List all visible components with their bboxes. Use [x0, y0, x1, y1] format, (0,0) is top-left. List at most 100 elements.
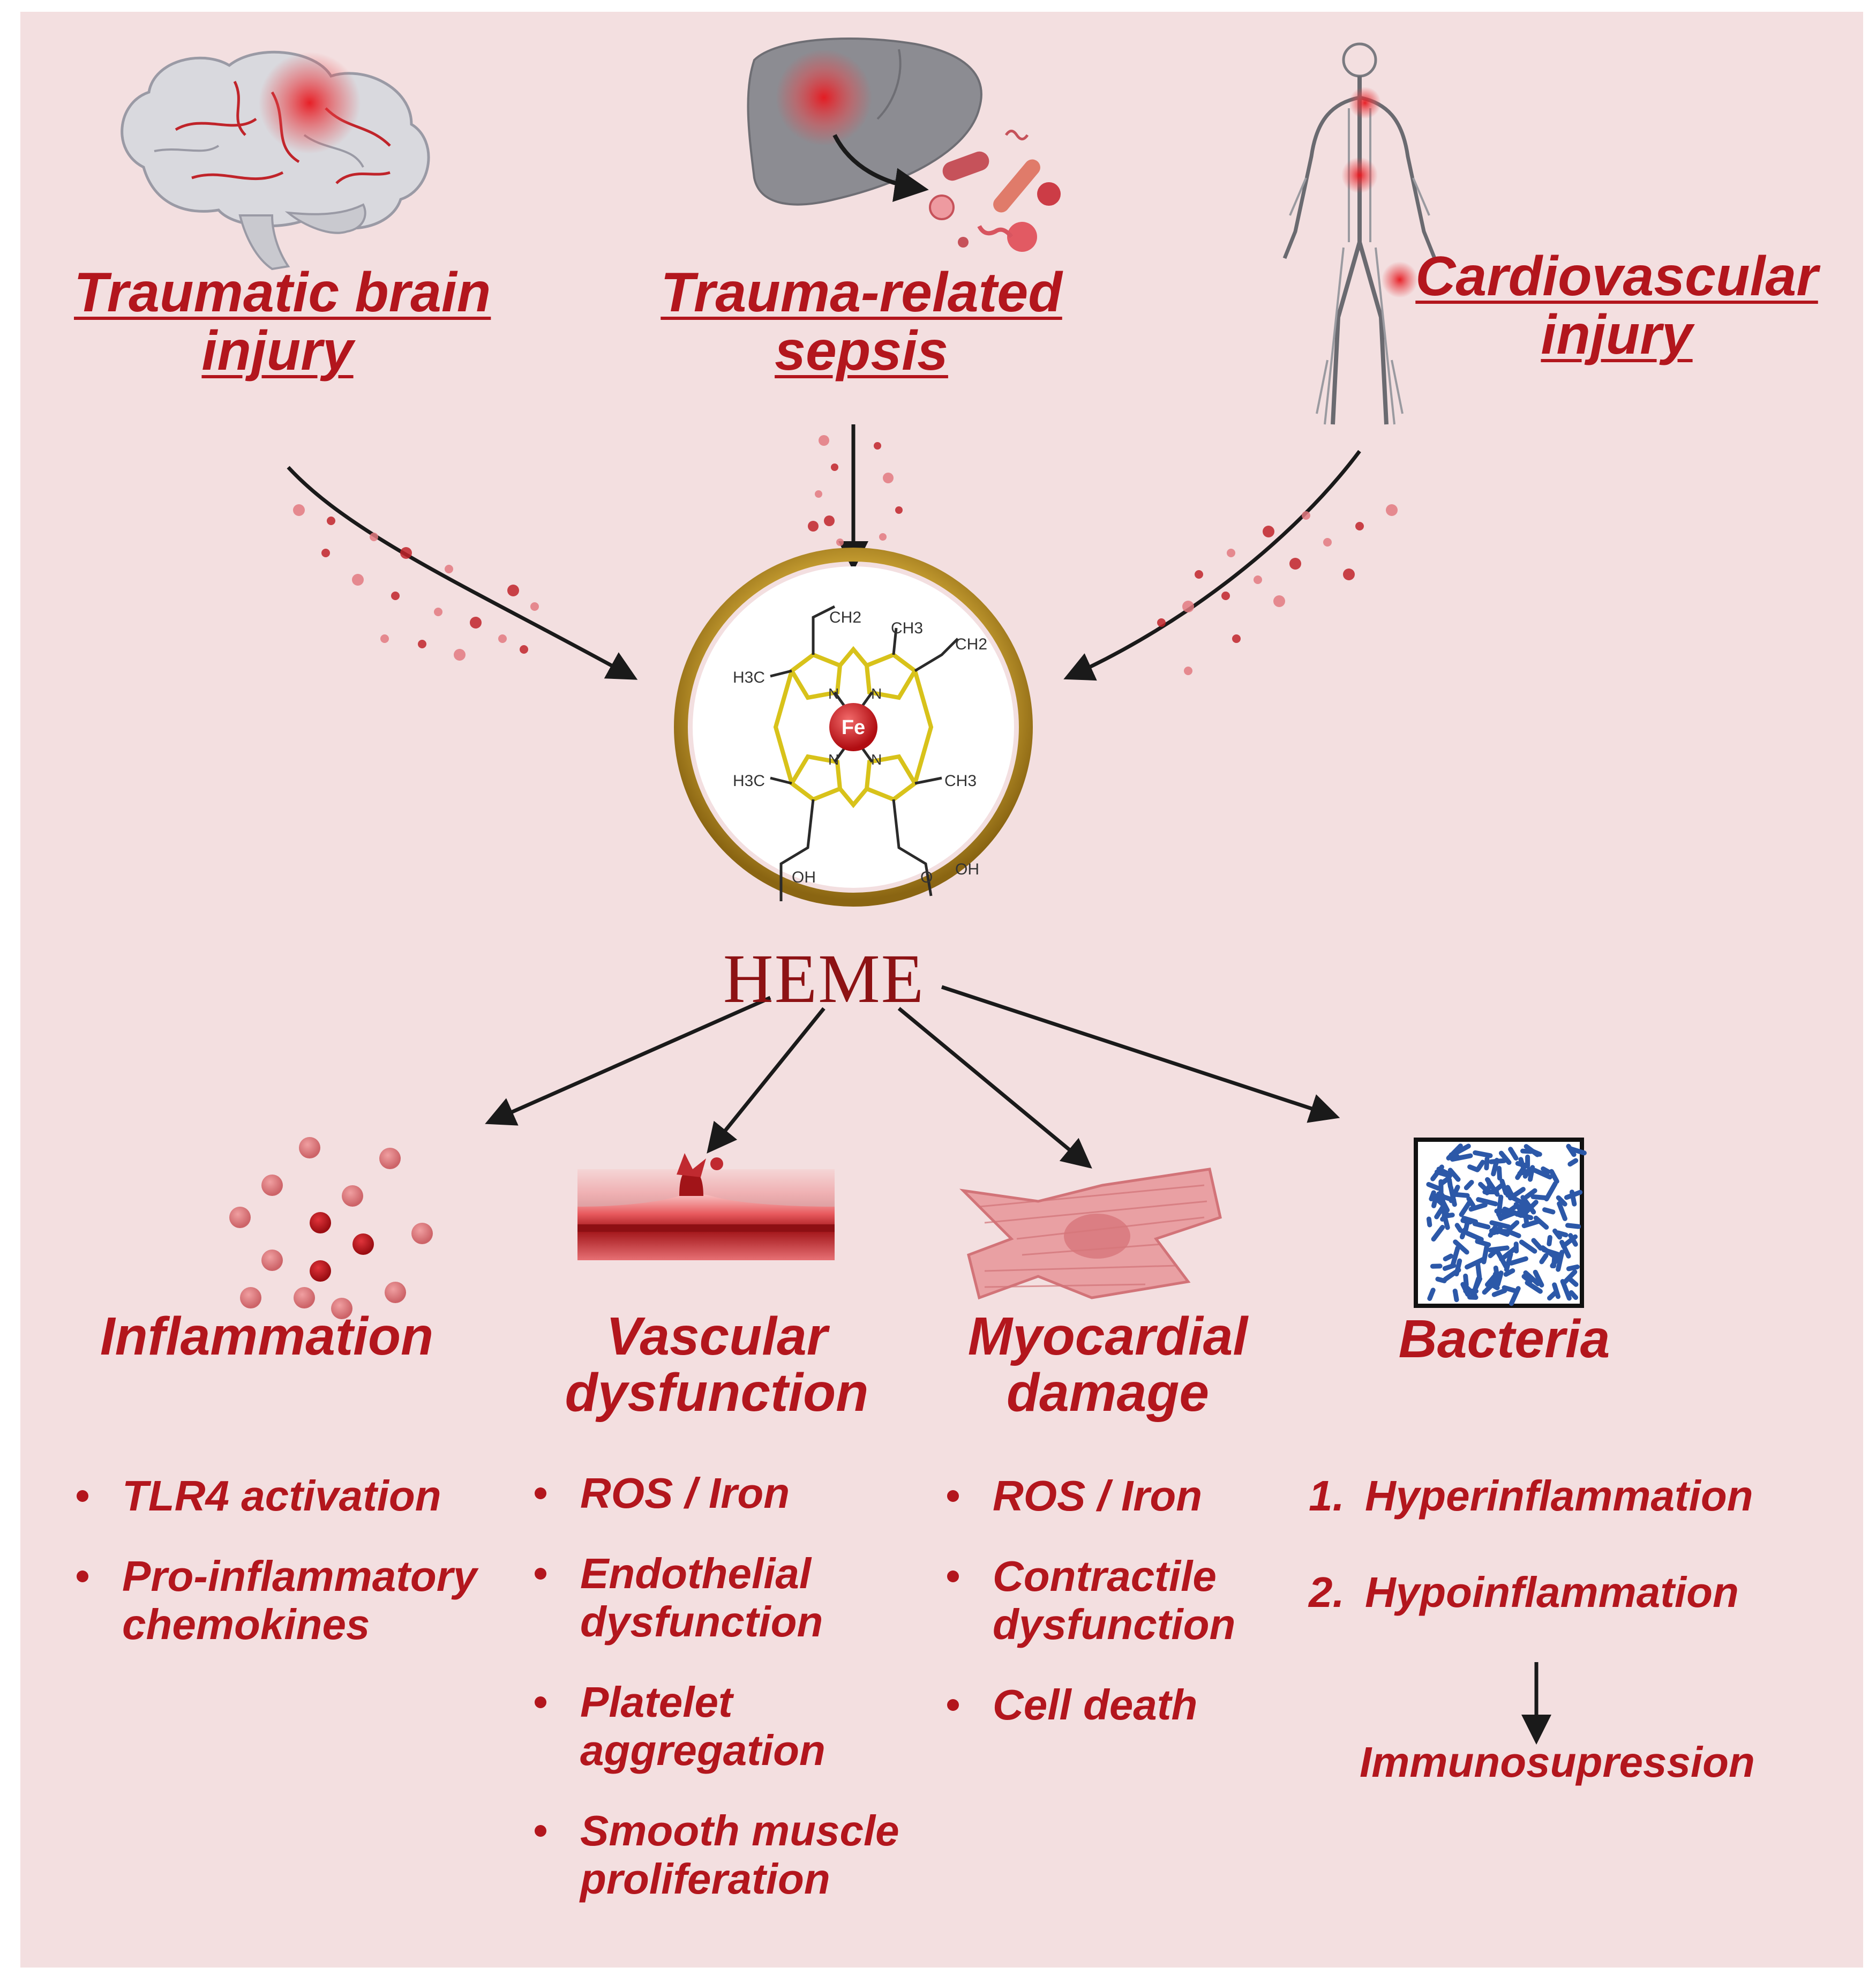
chem-ch2-right: CH2 [955, 635, 987, 653]
particle [874, 442, 881, 450]
bacterium-rod [1473, 1150, 1493, 1158]
bacterium-rod [1447, 1168, 1461, 1182]
particle [1323, 538, 1332, 547]
illustration-layer: CH2 CH3 CH2 H3C H3C CH3 OH OH N N N N O … [121, 38, 1587, 1745]
bacterium-rod [1533, 1215, 1549, 1230]
list-item: Contractile dysfunction [942, 1552, 1260, 1649]
diagram-canvas: CH2 CH3 CH2 H3C H3C CH3 OH OH N N N N O … [20, 12, 1863, 1968]
list-item: Pro-inflammatory chemokines [71, 1552, 497, 1649]
heme-particles [293, 435, 1398, 675]
chem-n-3: N [828, 751, 839, 768]
cardiomyocyte-icon [959, 1168, 1222, 1300]
chem-ch2-top: CH2 [829, 609, 861, 626]
bacterium-rod [1466, 1196, 1476, 1208]
bacterium-rod [1506, 1220, 1520, 1232]
bacterium-rod [1547, 1235, 1552, 1247]
myocardial-points: ROS / Iron Contractile dysfunction Cell … [942, 1472, 1260, 1761]
bacterium-rod [1568, 1146, 1587, 1156]
particle [470, 617, 482, 629]
bacterium-rod [1438, 1177, 1450, 1186]
bacterium-rod [1520, 1195, 1536, 1215]
bacterium-rod [1452, 1288, 1459, 1303]
bacterium-rod [1509, 1286, 1521, 1306]
particle [1273, 595, 1285, 607]
particle [520, 645, 528, 654]
particle [261, 1175, 283, 1196]
particle [883, 473, 894, 483]
brain-icon [121, 50, 430, 271]
bacterium-rod [1519, 1239, 1537, 1254]
bacterium-rod [1468, 1202, 1488, 1212]
particle [310, 1260, 331, 1282]
bacterium-rod [1498, 1210, 1518, 1221]
bacterium-rod [1491, 1157, 1499, 1177]
list-item: Platelet aggregation [529, 1678, 912, 1775]
bacterium-rod [1440, 1212, 1450, 1222]
chem-n-2: N [871, 685, 882, 702]
particle [1254, 575, 1262, 584]
particle [293, 504, 305, 516]
bacteria-points: 1.Hyperinflammation 2.Hypoinflammation [1309, 1472, 1753, 1665]
chem-ch3-top: CH3 [891, 619, 923, 637]
inflammation-cells-icon [229, 1137, 433, 1319]
bacterium-rod [1504, 1252, 1513, 1272]
particle [1184, 667, 1192, 675]
particle [352, 574, 364, 586]
bacterium-rod [1556, 1195, 1567, 1207]
bacterium-rod [1507, 1187, 1526, 1201]
bacterium-rod [1459, 1228, 1467, 1240]
bacterium-rod [1476, 1197, 1498, 1207]
particle [1182, 601, 1194, 612]
bacterium-rod [1488, 1281, 1500, 1291]
bacterium-rod [1427, 1288, 1436, 1301]
particle [352, 1233, 374, 1255]
particle [299, 1137, 320, 1158]
bacterium-rod [1443, 1253, 1454, 1261]
bacterium-rod [1560, 1278, 1572, 1301]
particle [229, 1207, 251, 1228]
bacterium-rod [1517, 1167, 1535, 1176]
bacterium-rod [1500, 1204, 1518, 1218]
effect-label-myocardial: Myocardial damage [967, 1306, 1248, 1423]
chem-h3c-left-top: H3C [733, 669, 765, 686]
bacterium-rod [1443, 1267, 1461, 1282]
particle [327, 517, 335, 525]
bacterium-rod [1498, 1150, 1512, 1165]
bacterium-rod [1453, 1239, 1469, 1255]
chem-ch3-right: CH3 [944, 772, 977, 790]
particle [1355, 522, 1364, 530]
list-item: Endothelial dysfunction [529, 1550, 912, 1646]
particle [400, 547, 412, 559]
effect-label-vascular: Vascular dysfunction [565, 1306, 869, 1423]
vascular-points: ROS / Iron Endothelial dysfunction Plate… [529, 1469, 912, 1935]
bacterium-rod [1556, 1250, 1565, 1272]
bacterium-rod [1524, 1188, 1537, 1200]
particle [379, 1148, 401, 1169]
chem-h3c-left-bottom: H3C [733, 772, 765, 790]
bacterium-rod [1502, 1285, 1517, 1293]
bacterium-rod [1524, 1144, 1540, 1157]
chem-oh-left: OH [792, 869, 816, 886]
particle [498, 634, 507, 643]
inflammation-points: TLR4 activation Pro-inflammatory chemoki… [71, 1472, 497, 1681]
bacterium-rod [1533, 1269, 1544, 1288]
chem-n-1: N [828, 685, 839, 702]
bacterium-rod [1496, 1165, 1502, 1181]
particle [895, 506, 903, 514]
particle [831, 463, 838, 471]
particle [879, 533, 887, 541]
particle [1302, 511, 1310, 520]
source-label-tbi: Traumatic brain injury [74, 261, 491, 383]
vascular-system-icon [1282, 42, 1437, 425]
arrow-heme-to-vascular [707, 1007, 826, 1154]
particle [1289, 558, 1301, 570]
bacterium-rod [1564, 1190, 1583, 1200]
bacterium-rod [1472, 1221, 1491, 1230]
heme-title: HEME [723, 940, 925, 1018]
bacterium-rod [1521, 1219, 1541, 1229]
list-item: Cell death [942, 1681, 1260, 1729]
particle [507, 585, 519, 596]
bacterium-rod [1469, 1276, 1483, 1298]
arrow-heme-to-myocardial [897, 1007, 1092, 1169]
bacterium-rod [1568, 1233, 1578, 1247]
